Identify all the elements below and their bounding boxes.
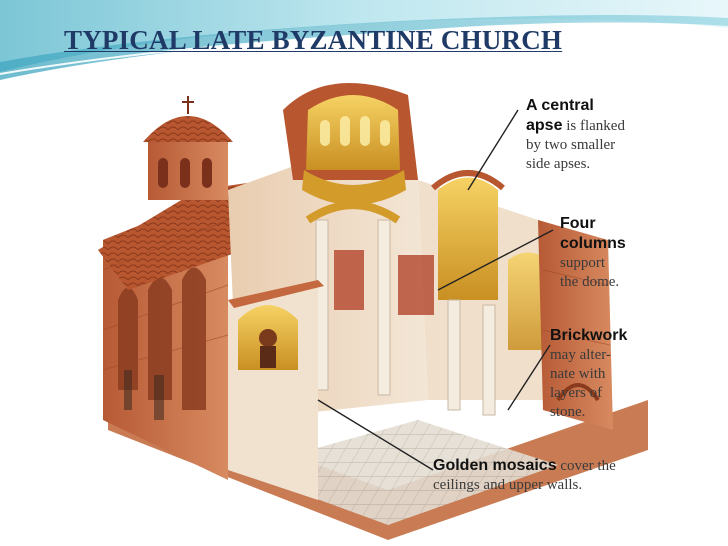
central-apse [438,177,498,300]
golden-mosaic-dome [306,95,400,170]
church-cutaway-figure: A central apse is flanked by two smaller… [88,70,650,546]
callout-columns: Four columns support the dome. [560,215,626,290]
church-cutaway-illustration [98,83,648,540]
callout-apse: A central apse is flanked by two smaller… [526,97,625,172]
roof-tiles [98,180,268,290]
callout-mosaics: Golden mosaics cover the ceilings and up… [433,457,616,493]
side-dome [143,116,233,142]
callout-brickwork: Brickwork may alter- nate with layers of… [550,327,628,420]
four-columns [315,219,496,416]
slide-title: TYPICAL LATE BYZANTINE CHURCH [64,25,563,55]
header-swoosh [0,0,728,80]
side-apse [508,252,548,350]
callout-leaders [317,109,554,471]
